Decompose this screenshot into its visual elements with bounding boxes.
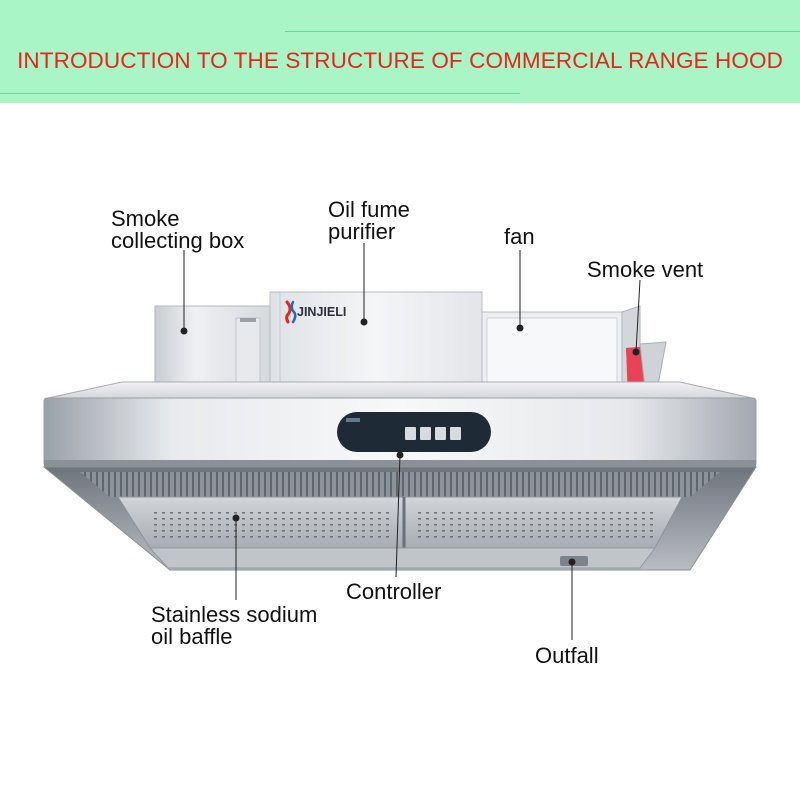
label-line: purifier xyxy=(328,219,396,244)
label-stainless-oil-baffle: Stainless sodium oil baffle xyxy=(151,604,317,648)
label-line: oil baffle xyxy=(151,624,233,649)
callout-leaders xyxy=(183,243,641,640)
banner-rule-bottom xyxy=(0,93,520,94)
control-button[interactable] xyxy=(420,427,431,440)
page-title: INTRODUCTION TO THE STRUCTURE OF COMMERC… xyxy=(17,48,783,73)
label-fan: fan xyxy=(504,224,535,249)
control-button[interactable] xyxy=(435,427,446,440)
label-line: Smoke xyxy=(111,206,180,231)
callout-dots xyxy=(180,318,640,566)
brand-logo-icon xyxy=(285,300,297,324)
label-smoke-vent: Smoke vent xyxy=(587,257,704,282)
label-oil-fume-purifier: Oil fume purifier xyxy=(328,199,410,243)
title-banner: INTRODUCTION TO THE STRUCTURE OF COMMERC… xyxy=(0,0,800,103)
controller-panel xyxy=(337,412,491,452)
brand-name: JINJIELI xyxy=(297,305,346,319)
label-outfall: Outfall xyxy=(535,643,599,668)
control-button[interactable] xyxy=(450,427,461,440)
control-button[interactable] xyxy=(405,427,416,440)
label-line: Stainless sodium xyxy=(151,602,318,627)
label-line: Oil fume xyxy=(328,197,410,222)
label-controller: Controller xyxy=(346,579,442,604)
label-smoke-collecting-box: Smoke collecting box xyxy=(111,208,244,252)
banner-rule-top xyxy=(285,31,800,32)
label-line: collecting box xyxy=(111,228,245,253)
oil-baffle-unit xyxy=(117,496,683,549)
